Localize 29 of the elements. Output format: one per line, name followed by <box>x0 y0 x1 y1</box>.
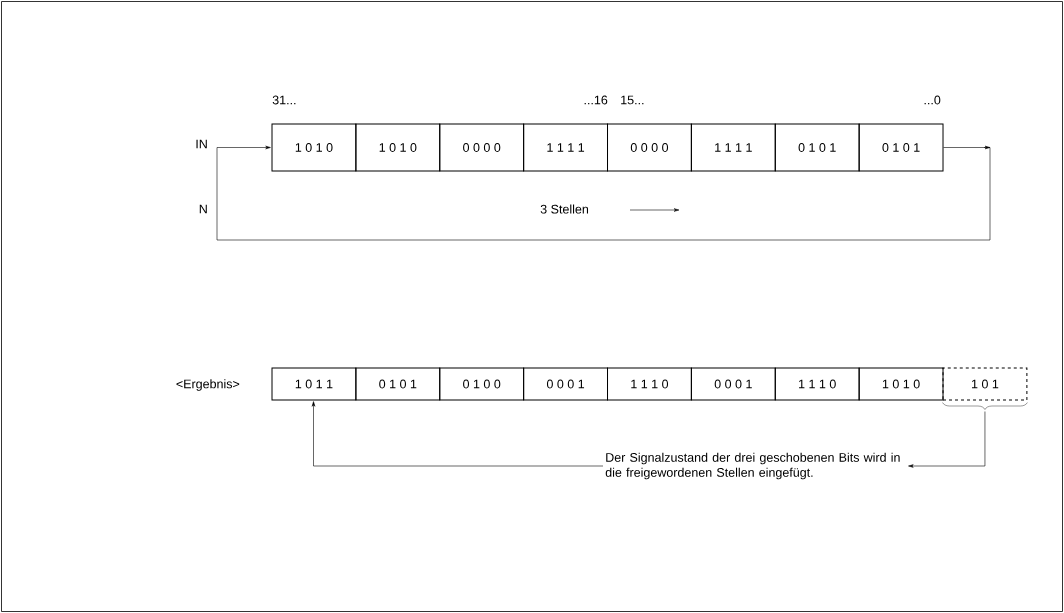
bit-cell: 0 0 0 1 <box>523 367 608 401</box>
input-label: IN <box>196 139 207 149</box>
bit-index: ...0 <box>924 95 941 105</box>
note-text: Der Signalzustand der drei geschobenen Bits wird in die freigewordenen Stellen eingefügt. <box>605 452 900 480</box>
bit-index: ...16 <box>584 95 608 105</box>
result-label: <Ergebnis> <box>176 379 240 391</box>
bit-index: 15... <box>621 95 644 105</box>
bit-cell: 1 1 1 0 <box>774 367 860 401</box>
bit-cell: 0 0 0 1 <box>690 367 776 401</box>
bit-cell: 1 0 1 0 <box>271 123 357 172</box>
bit-cell: 1 0 1 0 <box>858 367 944 401</box>
bit-cell: 0 0 0 0 <box>439 123 525 172</box>
bit-cell: 1 1 1 0 <box>607 367 692 401</box>
bit-index: 31... <box>272 95 296 105</box>
bit-cell: 1 1 1 1 <box>523 123 608 172</box>
input-label: N <box>199 204 207 214</box>
arrow <box>311 401 604 467</box>
bit-cell: 1 1 1 1 <box>690 123 776 172</box>
bit-cell: 0 1 0 1 <box>774 123 860 172</box>
arrow <box>216 145 991 241</box>
bit-cell: 1 0 1 1 <box>271 367 357 401</box>
shifted-bits-cell: 1 0 1 <box>942 367 1028 401</box>
bit-cell: 0 1 0 1 <box>858 123 944 172</box>
arrow <box>908 411 986 468</box>
bit-cell: 0 0 0 0 <box>607 123 692 172</box>
bit-cell: 0 1 0 1 <box>355 367 441 401</box>
bit-cell: 0 1 0 0 <box>439 367 525 401</box>
bit-cell: 1 0 1 0 <box>355 123 441 172</box>
shift-label: 3 Stellen <box>540 204 588 214</box>
